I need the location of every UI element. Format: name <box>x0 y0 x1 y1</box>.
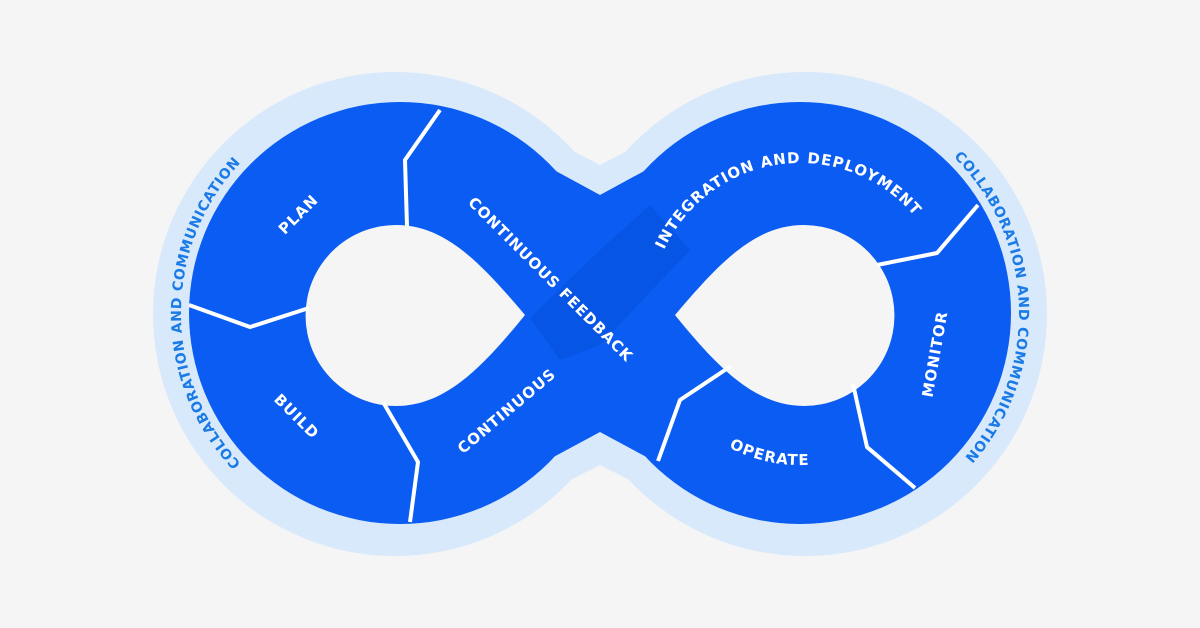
crossing-shade <box>530 205 690 360</box>
stage-dividers <box>188 108 980 523</box>
left-loop-hole <box>305 225 525 406</box>
right-loop-hole <box>675 225 895 406</box>
